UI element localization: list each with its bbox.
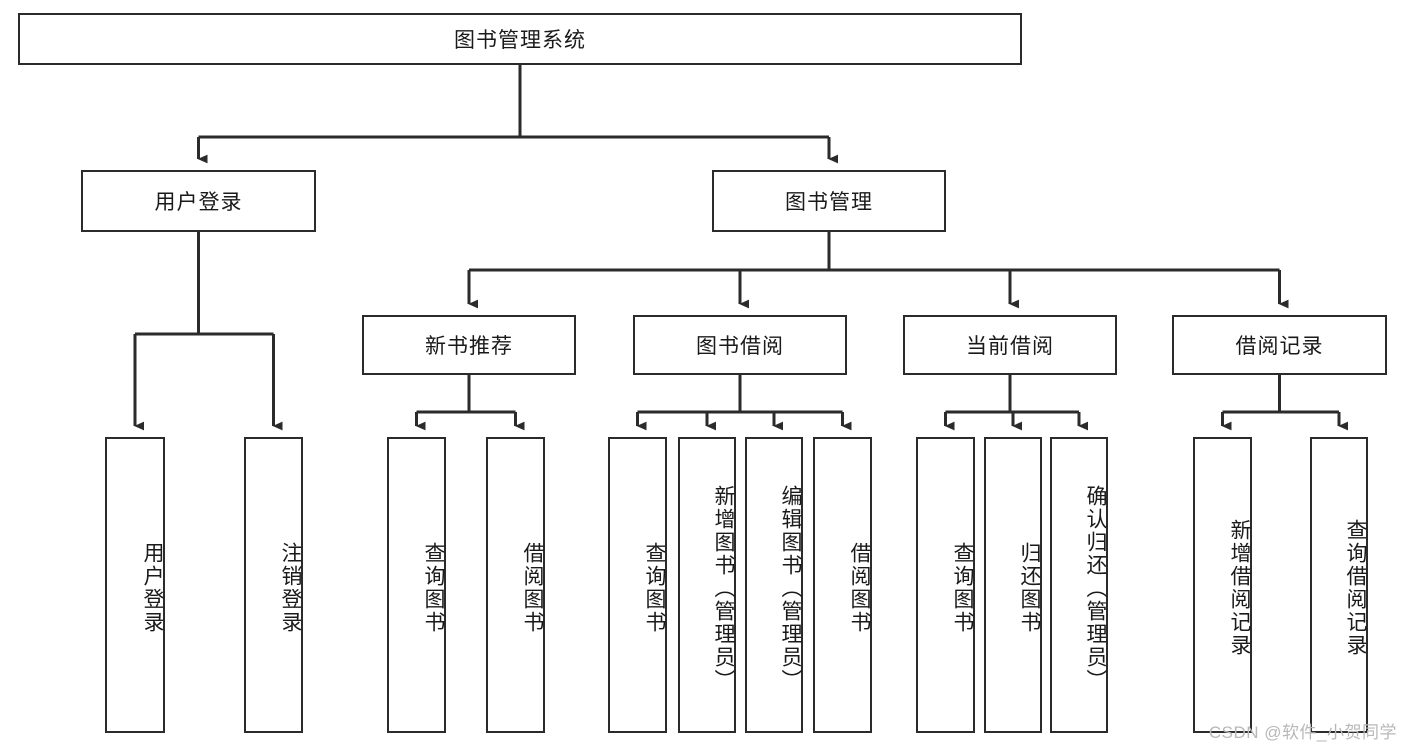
watermark-text: CSDN @软件_小贺同学 <box>1208 723 1397 742</box>
node-label: 借阅图书 <box>848 542 871 634</box>
node-label: 编辑图书（管理员） <box>779 484 802 692</box>
node-leaf-query-book-2[interactable]: 查询图书 <box>608 437 667 733</box>
node-label: 借阅记录 <box>1235 335 1324 358</box>
node-label: 确认归还（管理员） <box>1084 484 1107 692</box>
node-label: 新书推荐 <box>425 335 513 358</box>
node-leaf-borrow-book-2[interactable]: 借阅图书 <box>813 437 872 733</box>
node-label: 新增图书（管理员） <box>712 484 735 692</box>
node-leaf-confirm-return[interactable]: 确认归还（管理员） <box>1050 437 1108 733</box>
node-current-borrow[interactable]: 当前借阅 <box>903 315 1117 375</box>
node-leaf-logout[interactable]: 注销登录 <box>244 437 303 733</box>
node-leaf-query-book-3[interactable]: 查询图书 <box>916 437 975 733</box>
node-borrow-record[interactable]: 借阅记录 <box>1172 315 1387 375</box>
node-label: 查询图书 <box>951 542 974 634</box>
node-book-manage[interactable]: 图书管理 <box>712 170 946 232</box>
node-leaf-user-login[interactable]: 用户登录 <box>105 437 165 733</box>
node-leaf-query-book-1[interactable]: 查询图书 <box>387 437 446 733</box>
node-label: 用户登录 <box>141 542 164 634</box>
node-leaf-query-record[interactable]: 查询借阅记录 <box>1310 437 1368 733</box>
node-label: 用户登录 <box>154 191 243 214</box>
node-leaf-add-record[interactable]: 新增借阅记录 <box>1193 437 1252 733</box>
node-label: 归还图书 <box>1018 542 1041 634</box>
node-label: 借阅图书 <box>521 542 544 634</box>
node-label: 当前借阅 <box>966 335 1054 358</box>
node-label: 查询借阅记录 <box>1344 519 1367 657</box>
node-leaf-edit-book[interactable]: 编辑图书（管理员） <box>745 437 803 733</box>
node-book-borrow[interactable]: 图书借阅 <box>633 315 847 375</box>
node-leaf-return-book[interactable]: 归还图书 <box>984 437 1042 733</box>
node-new-book-rec[interactable]: 新书推荐 <box>362 315 576 375</box>
node-label: 图书管理 <box>785 191 873 214</box>
node-label: 注销登录 <box>279 542 302 634</box>
node-root[interactable]: 图书管理系统 <box>18 13 1022 65</box>
node-label: 图书管理系统 <box>454 29 586 52</box>
node-user-login[interactable]: 用户登录 <box>81 170 316 232</box>
node-label: 查询图书 <box>643 542 666 634</box>
node-label: 查询图书 <box>422 542 445 634</box>
node-label: 新增借阅记录 <box>1228 519 1251 657</box>
node-leaf-borrow-book-1[interactable]: 借阅图书 <box>486 437 545 733</box>
node-label: 图书借阅 <box>696 335 784 358</box>
node-leaf-add-book[interactable]: 新增图书（管理员） <box>678 437 736 733</box>
